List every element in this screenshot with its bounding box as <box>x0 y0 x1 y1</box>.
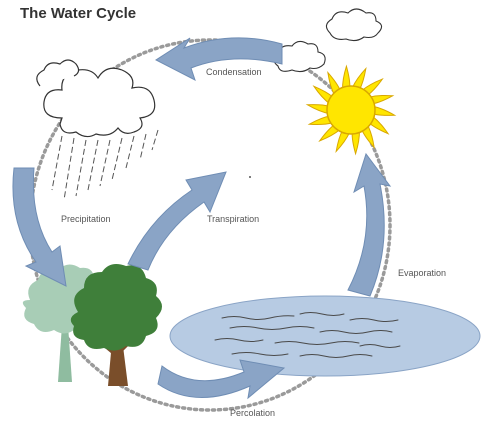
sun-ray <box>372 105 397 116</box>
precipitation-arrow <box>12 167 67 287</box>
sun-ray <box>351 129 360 156</box>
label-precipitation: Precipitation <box>61 214 111 224</box>
evaporation-arrow <box>347 152 392 297</box>
label-transpiration: Transpiration <box>207 214 260 224</box>
transpiration-arrow <box>127 171 227 271</box>
sun-ray <box>342 64 351 91</box>
sun-icon <box>305 64 397 156</box>
sun-ray <box>351 67 367 91</box>
sun-ray <box>307 115 334 126</box>
lake-icon <box>169 295 481 377</box>
sun-ray <box>305 104 330 115</box>
sun-ray <box>368 94 395 105</box>
page-title: The Water Cycle <box>20 5 137 22</box>
center-dot <box>249 176 251 178</box>
tree-icon <box>22 264 162 386</box>
label-condensation: Condensation <box>206 67 262 77</box>
sun-ray <box>335 129 351 153</box>
percolation-arrow <box>157 359 286 400</box>
cloud-icon <box>273 8 383 73</box>
sun-ray <box>312 85 334 105</box>
sun-ray <box>368 115 390 135</box>
rain-cloud-icon <box>36 59 159 201</box>
label-evaporation: Evaporation <box>398 268 447 278</box>
label-percolation: Percolation <box>230 408 276 418</box>
condensation-arrow <box>155 37 283 82</box>
